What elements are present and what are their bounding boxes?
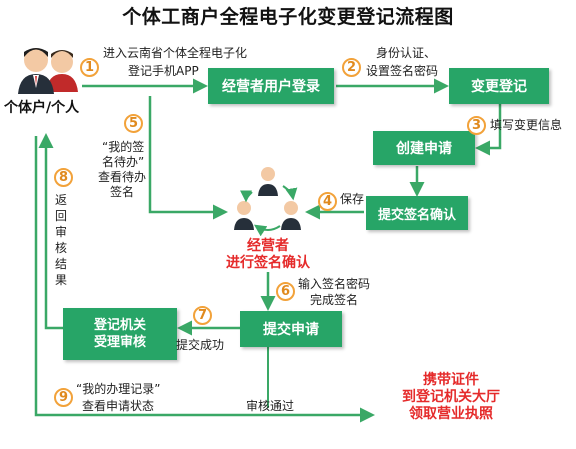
signers-icon (234, 167, 301, 237)
arrow-step-3 (475, 104, 502, 156)
step-6-line-1: 输入签名密码 (298, 277, 371, 291)
step-1-line-1: 进入云南省个体全程电子化 (103, 46, 248, 60)
step-7-text: 提交成功 (176, 338, 225, 352)
review-box-line-1: 登记机关 (93, 318, 146, 333)
step-5-line-1: “我的签 (102, 140, 145, 154)
submit-signature-box: 提交签名确认 (366, 196, 468, 230)
step-6-badge: 6 (276, 282, 295, 301)
step-9-line-2: 查看申请状态 (82, 399, 155, 413)
step-2-line-1: 身份认证、 (376, 46, 437, 60)
step-4-badge: 4 (318, 192, 337, 211)
step-2-line-2: 设置签名密码 (366, 64, 439, 78)
step-5-line-4: 签名 (110, 185, 135, 199)
actor-icon (18, 48, 78, 94)
step-8-text: 返回审核结果 (54, 193, 67, 287)
final-instruction: 携带证件 到登记机关大厅 领取营业执照 (376, 372, 526, 423)
signer-label: 经营者 进行签名确认 (208, 238, 328, 272)
step-7-badge: 7 (193, 306, 212, 325)
step-1-badge: 1 (80, 58, 99, 77)
step-3-text: 填写变更信息 (490, 118, 563, 132)
approved-label: 审核通过 (246, 399, 295, 413)
step-5-badge: 5 (124, 114, 143, 133)
step-2-badge: 2 (342, 58, 361, 77)
actor-label: 个体户/个人 (4, 100, 80, 116)
step-3-badge: 3 (467, 116, 486, 135)
arrow-step-8 (38, 133, 63, 330)
login-box: 经营者用户登录 (208, 68, 334, 104)
create-application-box: 创建申请 (373, 131, 475, 165)
change-registration-box: 变更登记 (449, 68, 549, 104)
review-box-line-2: 受理审核 (93, 335, 146, 350)
submit-application-box: 提交申请 (240, 311, 342, 347)
step-8-badge: 8 (54, 168, 73, 187)
arrow-step-5 (148, 96, 228, 220)
final-line-3: 领取营业执照 (409, 406, 493, 422)
step-9-badge: 9 (54, 388, 73, 407)
signer-label-line-2: 进行签名确认 (226, 255, 310, 271)
step-4-text: 保存 (340, 192, 365, 206)
step-9-line-1: “我的办理记录” (76, 382, 161, 396)
step-1-line-2: 登记手机APP (128, 64, 199, 78)
arrow-step-9 (34, 136, 375, 423)
review-box: 登记机关 受理审核 (63, 308, 177, 360)
step-5-line-2: 名待办” (102, 155, 145, 169)
step-5-line-3: 查看待办 (98, 170, 147, 184)
page-title: 个体工商户全程电子化变更登记流程图 (122, 6, 454, 28)
signer-label-line-1: 经营者 (247, 238, 289, 254)
final-line-1: 携带证件 (423, 372, 479, 388)
step-6-line-2: 完成签名 (310, 293, 359, 307)
final-line-2: 到登记机关大厅 (402, 389, 500, 405)
